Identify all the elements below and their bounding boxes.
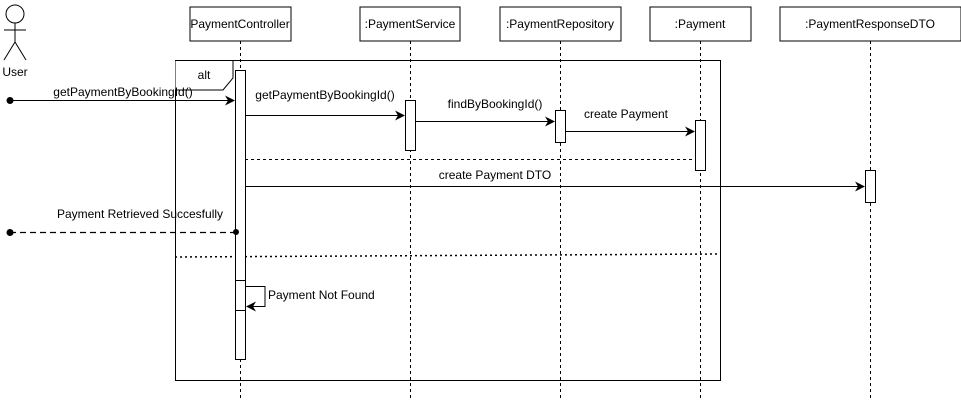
participant-label: :PaymentService: [365, 17, 456, 31]
message-label: create Payment DTO: [439, 168, 552, 182]
activation-dto: [865, 170, 876, 203]
message-get-payment-by-booking-id-to-service[interactable]: getPaymentByBookingId(): [245, 88, 405, 121]
alt-operator-label: alt: [198, 68, 211, 82]
user-actor-label: User: [2, 65, 27, 79]
message-create-payment[interactable]: create Payment: [565, 107, 695, 137]
message-label: Payment Not Found: [268, 288, 375, 302]
participant-label: :PaymentRepository: [506, 17, 614, 31]
user-actor[interactable]: User: [2, 4, 28, 79]
message-find-by-booking-id[interactable]: findByBookingId(): [415, 97, 555, 127]
participant-payment-response-dto[interactable]: :PaymentResponseDTO: [779, 6, 961, 42]
participant-payment-service[interactable]: :PaymentService: [359, 6, 461, 42]
message-label: getPaymentByBookingId(): [255, 88, 394, 102]
participant-payment-controller[interactable]: PaymentController: [189, 6, 292, 42]
message-label: findByBookingId(): [448, 97, 543, 111]
message-get-payment-by-booking-id-from-user[interactable]: getPaymentByBookingId(): [6, 85, 235, 106]
activation-controller: [235, 70, 246, 360]
alt-fragment[interactable]: alt: [174, 60, 721, 381]
alt-fragment-separator: [174, 253, 721, 258]
activation-service: [405, 100, 416, 151]
message-label: Payment Retrieved Succesfully: [57, 207, 223, 221]
participant-label: PaymentController: [190, 17, 289, 31]
message-label: getPaymentByBookingId(): [53, 85, 192, 99]
message-payment-not-found[interactable]: Payment Not Found: [245, 286, 375, 312]
activation-repository: [555, 110, 566, 143]
participant-label: :Payment: [675, 17, 726, 31]
participant-payment-repository[interactable]: :PaymentRepository: [499, 6, 622, 42]
message-label: create Payment: [584, 107, 669, 121]
activation-bars: [235, 70, 876, 360]
activation-payment: [695, 120, 706, 171]
message-payment-retrieved[interactable]: Payment Retrieved Succesfully: [6, 207, 239, 236]
message-create-payment-dto[interactable]: create Payment DTO: [245, 168, 865, 192]
activation-controller-self: [235, 280, 246, 311]
participant-payment[interactable]: :Payment: [649, 6, 752, 42]
participant-label: :PaymentResponseDTO: [805, 17, 935, 31]
